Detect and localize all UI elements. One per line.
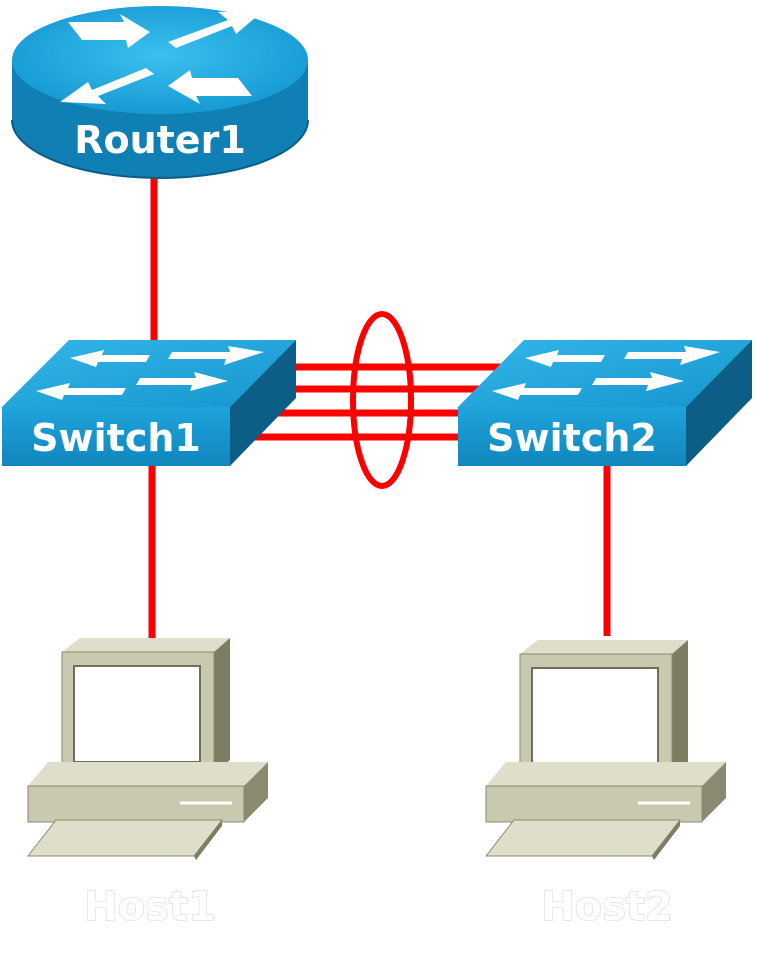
links (148, 178, 611, 638)
switch-icon (458, 340, 752, 466)
router-icon (11, 6, 309, 179)
workstation-icon (26, 638, 268, 860)
router1[interactable]: Router1 (11, 6, 309, 179)
etherchannel-bundle-ellipse (350, 311, 414, 489)
workstation-icon (484, 640, 726, 860)
switch1-label: Switch1 (31, 416, 201, 460)
host2-label: Host2 (541, 884, 673, 930)
router1-label: Router1 (74, 118, 246, 162)
host1-label: Host1 (84, 884, 216, 930)
switch-icon (2, 340, 296, 466)
host2[interactable]: Host2 (484, 640, 726, 931)
switch2-label: Switch2 (487, 416, 657, 460)
host1[interactable]: Host1 (26, 638, 268, 931)
etherchannel-links (252, 311, 505, 489)
switch2[interactable]: Switch2 (458, 340, 752, 466)
switch1[interactable]: Switch1 (2, 340, 296, 466)
